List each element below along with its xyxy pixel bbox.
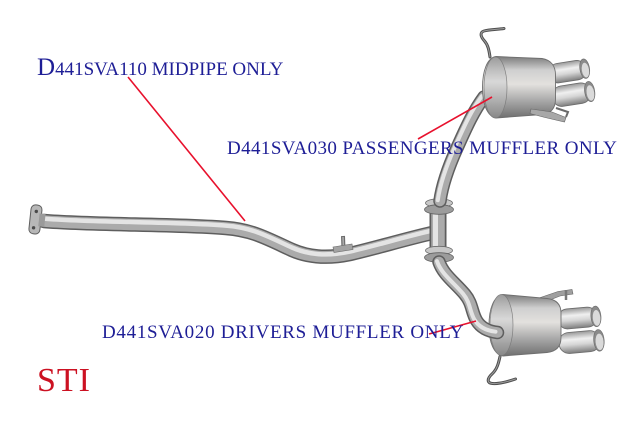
passenger-hanger-rod-icon [479,27,506,59]
passenger-tip-lower-icon [551,81,596,107]
passenger-muffler-graphic [482,56,596,123]
leader-line-midpipe [127,76,246,222]
passenger-bracket-icon [529,108,567,123]
drivers-hanger-rod-icon [486,355,517,386]
leader-line-passenger-muffler [417,96,493,140]
leader-line-drivers-muffler [428,320,477,335]
drivers-tip-lower-icon [558,329,605,354]
passenger-tip-upper-icon [548,58,591,84]
label-midpipe-part: D441SVA110 MIDPIPE ONLY [37,54,284,81]
label-passenger-muffler-part: D441SVA030 PASSENGERS MUFFLER ONLY [227,138,618,159]
front-flange-graphic [28,204,46,235]
midpipe-graphic [44,219,432,257]
hanger-stub-graphic [332,235,354,253]
drivers-tip-upper-icon [557,305,602,330]
label-drivers-muffler-part: D441SVA020 DRIVERS MUFFLER ONLY [102,322,465,343]
drivers-muffler-graphic [488,289,605,357]
sti-logo: STI [37,362,91,399]
